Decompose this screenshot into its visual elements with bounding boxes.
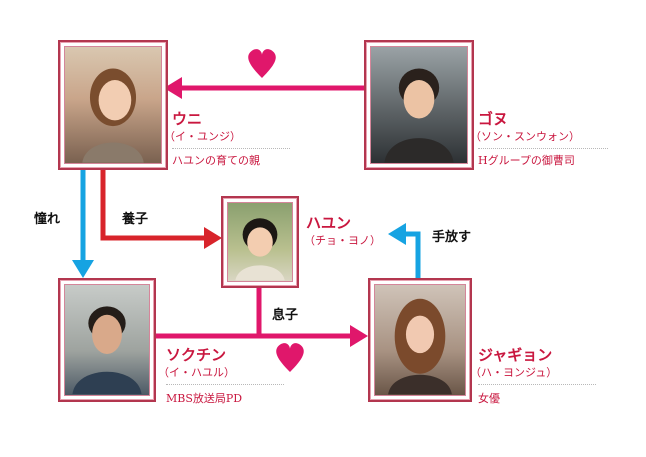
jagyon-role: 女優 (478, 392, 500, 405)
hayun-actor: （チョ・ヨノ） (304, 234, 381, 247)
gave-up-arrow (404, 231, 421, 278)
longing-arrowhead (72, 260, 94, 278)
uni-name: ウニ (172, 110, 203, 128)
sokchin-name: ソクチン (166, 346, 227, 364)
person-photo-icon (235, 218, 285, 281)
adopted-arrowhead (204, 227, 222, 249)
gave-up-label: 手放す (432, 230, 472, 245)
gonu-name: ゴヌ (478, 110, 509, 128)
person-photo-icon (384, 68, 454, 163)
son-label: 息子 (272, 308, 299, 323)
sokchin-role: MBS放送局PD (166, 392, 243, 405)
jagyon-actor: （ハ・ヨンジュ） (470, 366, 558, 379)
gonu-divider (478, 148, 608, 149)
sokchin-to-jagyon-arrowhead (350, 325, 368, 347)
portrait-uni (58, 40, 168, 170)
person-photo-icon (388, 298, 452, 395)
jagyon-divider (478, 384, 596, 385)
heart-icon (276, 343, 304, 372)
jagyon-name: ジャギョン (478, 346, 553, 364)
sokchin-actor: （イ・ハユル） (158, 366, 235, 379)
adopted-label: 養子 (122, 212, 149, 227)
hayun-name: ハユン (306, 214, 352, 232)
portrait-jagyon (368, 278, 472, 402)
longing-label: 憧れ (34, 212, 61, 227)
gonu-role: Hグループの御曹司 (478, 154, 575, 167)
gonu-actor: （ソン・スンウォン） (470, 130, 580, 143)
gave-up-arrowhead (388, 223, 406, 245)
person-photo-icon (72, 306, 142, 395)
sokchin-divider (166, 384, 284, 385)
adopted-arrow (100, 170, 206, 241)
portrait-sokchin (58, 278, 156, 402)
uni-actor: （イ・ユンジ） (164, 130, 241, 143)
portrait-gonu (364, 40, 474, 170)
gonu-to-uni-arrowhead (164, 77, 182, 99)
portrait-hayun (221, 196, 299, 288)
person-photo-icon (82, 68, 144, 163)
uni-role: ハユンの育ての親 (172, 154, 260, 167)
uni-divider (172, 148, 290, 149)
heart-icon (248, 49, 276, 78)
